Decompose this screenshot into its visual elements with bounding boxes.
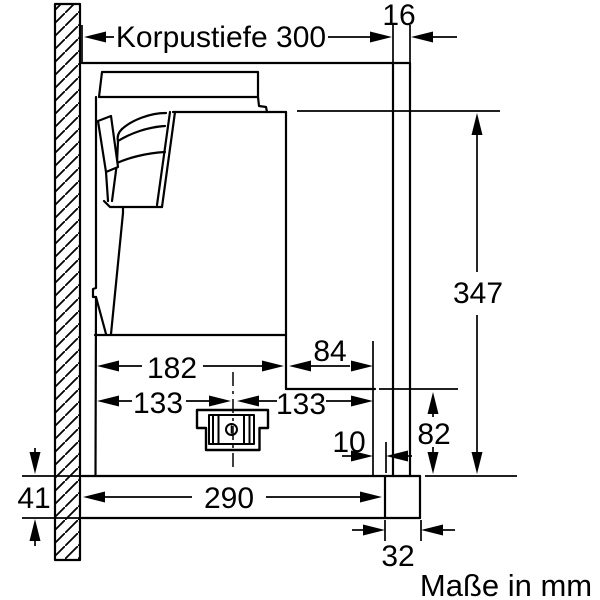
wall-outline (53, 2, 82, 562)
top-housing (97, 70, 260, 99)
arrow-down-icon (471, 452, 483, 474)
dim-290: 290 (83, 482, 382, 515)
visor-plate-inner (155, 110, 172, 207)
arrow-up-icon (471, 113, 483, 135)
dim-label-16: 16 (382, 0, 415, 32)
dim-84: 84 (289, 335, 373, 372)
dim-16: 16 (382, 0, 457, 43)
wall-section (53, 2, 82, 562)
bottom-section (22, 474, 517, 520)
motor-ribs (212, 414, 251, 445)
cabinet-outline (80, 61, 412, 478)
side-bracket (96, 114, 120, 174)
extension-lines (81, 25, 500, 541)
dim-10: 10 (332, 426, 412, 462)
dim-347: 347 (453, 113, 503, 474)
dim-82: 82 (417, 392, 451, 474)
dim-133-left: 133 (97, 387, 231, 420)
ext-panel-top (392, 25, 411, 63)
arrow-right-icon (209, 395, 231, 407)
body-back-edge (91, 95, 98, 477)
ext-32-ticks (384, 520, 422, 541)
arrow-left-icon (83, 491, 105, 503)
arrow-right-icon (351, 395, 373, 407)
arrow-up-icon (29, 519, 41, 541)
slat-edge-3 (115, 150, 167, 165)
slat-edge-1 (120, 111, 168, 131)
dim-korpustiefe: Korpustiefe 300 (84, 21, 392, 54)
dim-label-290: 290 (204, 482, 254, 515)
dim-133-right: 133 (237, 388, 373, 421)
unit-note: Maße in mm (420, 568, 592, 600)
dim-182: 182 (97, 352, 284, 385)
chassis-rear-slant (94, 295, 108, 336)
arrow-left-icon (386, 450, 408, 462)
motor-screw (225, 423, 238, 436)
bracket-connector (104, 170, 110, 203)
arrow-left-icon (97, 395, 119, 407)
dim-41: 41 (17, 448, 51, 546)
motor-cylinder (208, 414, 255, 445)
arrow-down-icon (427, 452, 439, 474)
filter-slats (96, 111, 168, 209)
dim-32: 32 (352, 524, 455, 573)
slat-bottom-edge (102, 199, 164, 209)
arrow-down-icon (29, 452, 41, 474)
visor-plate-outer (160, 110, 177, 209)
arrow-left-icon (421, 524, 443, 536)
dim-label-133-right: 133 (276, 388, 326, 421)
arrow-left-icon (289, 360, 311, 372)
housing-notch (256, 95, 269, 114)
arrow-right-icon (370, 31, 392, 43)
arrow-right-icon (262, 360, 284, 372)
arrow-right-icon (351, 360, 373, 372)
arrow-left-icon (237, 395, 259, 407)
dim-label-32: 32 (381, 540, 414, 573)
arrow-left-icon (84, 31, 106, 43)
dim-label-41: 41 (17, 482, 50, 515)
dim-label-korpustiefe: Korpustiefe 300 (116, 21, 326, 54)
dim-label-84: 84 (313, 335, 346, 368)
chassis-front-slant (109, 205, 125, 336)
slat-edge-2 (116, 124, 167, 143)
dim-label-133-left: 133 (133, 387, 183, 420)
dim-label-10: 10 (332, 426, 365, 459)
arrow-right-icon (363, 524, 385, 536)
arrow-left-icon (97, 360, 119, 372)
arrow-up-icon (427, 392, 439, 414)
slat-face-edge (110, 161, 119, 203)
dim-label-182: 182 (147, 352, 197, 385)
arrow-left-icon (411, 31, 433, 43)
dim-label-347: 347 (453, 277, 503, 310)
arrow-right-icon (360, 491, 382, 503)
motor-box (195, 372, 270, 468)
arrow-right-icon (351, 450, 373, 462)
dim-label-82: 82 (417, 418, 450, 451)
wall-hatch (55, 4, 80, 560)
hood-body (91, 70, 377, 477)
